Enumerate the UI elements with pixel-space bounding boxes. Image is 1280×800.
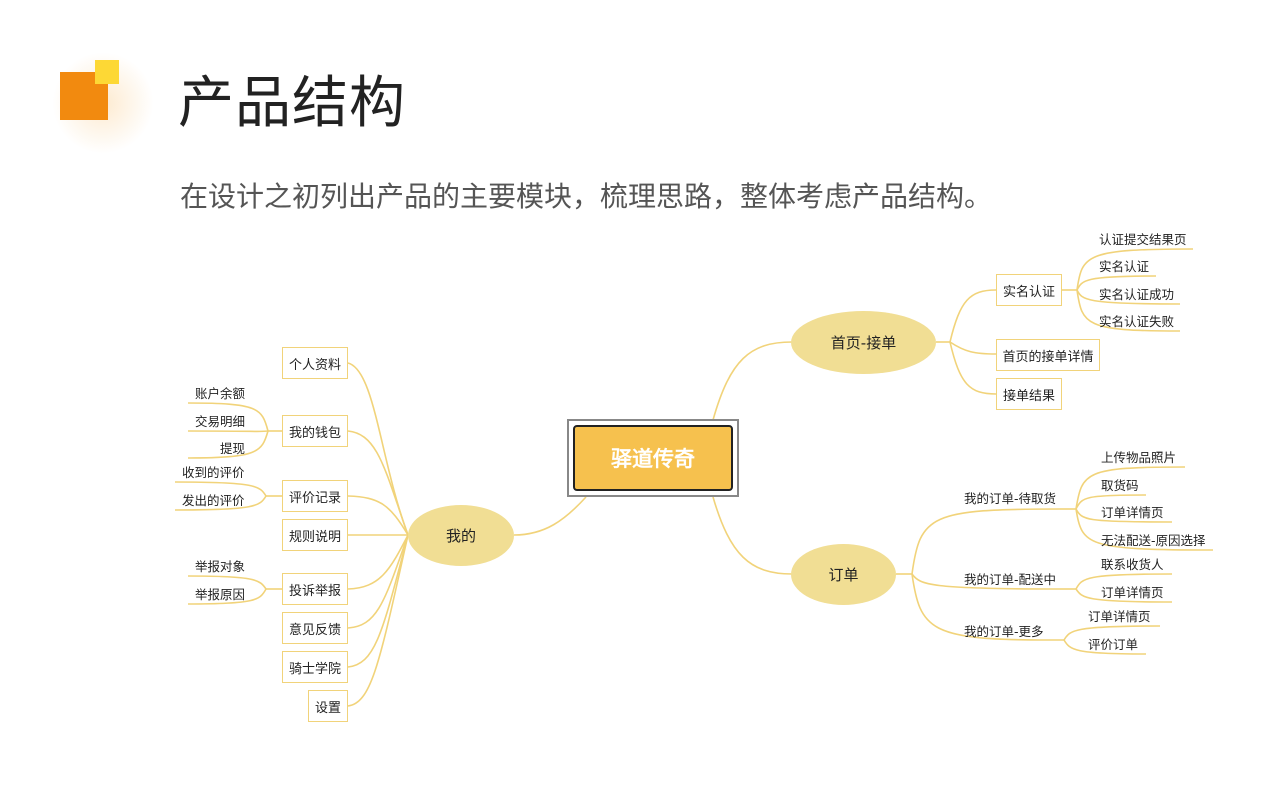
node-order-delivering: 我的订单-配送中 xyxy=(964,572,1057,587)
node-reviews: 评价记录 xyxy=(282,480,348,512)
node-academy: 骑士学院 xyxy=(282,651,348,683)
node-rules: 规则说明 xyxy=(282,519,348,551)
node-orders: 订单 xyxy=(791,544,896,605)
leaf-pickup-code: 取货码 xyxy=(1101,478,1139,493)
leaf-balance: 账户余额 xyxy=(195,386,246,401)
node-home-detail: 首页的接单详情 xyxy=(996,339,1100,371)
leaf-received-reviews: 收到的评价 xyxy=(182,465,245,480)
node-verify: 实名认证 xyxy=(996,274,1062,306)
leaf-verify-success: 实名认证成功 xyxy=(1099,287,1175,302)
node-home-result: 接单结果 xyxy=(996,378,1062,410)
leaf-verify: 实名认证 xyxy=(1099,259,1150,274)
leaf-verify-submit-result: 认证提交结果页 xyxy=(1099,232,1187,247)
logo-yellow-square xyxy=(95,60,119,84)
leaf-withdraw: 提现 xyxy=(220,441,246,456)
leaf-rate-order: 评价订单 xyxy=(1088,637,1139,652)
section-logo xyxy=(48,48,158,158)
node-home: 首页-接单 xyxy=(791,311,936,374)
leaf-order-detail-more: 订单详情页 xyxy=(1088,609,1151,624)
leaf-upload-photo: 上传物品照片 xyxy=(1101,450,1177,465)
node-settings: 设置 xyxy=(308,690,348,722)
leaf-verify-fail: 实名认证失败 xyxy=(1099,314,1175,329)
node-profile: 个人资料 xyxy=(282,347,348,379)
leaf-report-target: 举报对象 xyxy=(195,559,246,574)
connector-center-mine xyxy=(513,496,587,536)
leaf-order-detail-pending: 订单详情页 xyxy=(1101,505,1164,520)
leaf-order-detail-delivering: 订单详情页 xyxy=(1101,585,1164,600)
node-report: 投诉举报 xyxy=(282,573,348,605)
connector-center-home xyxy=(712,341,793,421)
node-order-more: 我的订单-更多 xyxy=(964,624,1044,639)
leaf-cannot-deliver-reason: 无法配送-原因选择 xyxy=(1101,533,1206,548)
page-title: 产品结构 xyxy=(178,71,406,136)
node-mine: 我的 xyxy=(408,505,514,566)
leaf-contact-receiver: 联系收货人 xyxy=(1101,557,1164,572)
center-node-label: 驿道传奇 xyxy=(573,425,733,491)
node-feedback: 意见反馈 xyxy=(282,612,348,644)
leaf-transactions: 交易明细 xyxy=(195,414,246,429)
page-subtitle: 在设计之初列出产品的主要模块，梳理思路，整体考虑产品结构。 xyxy=(180,180,993,213)
connector-center-orders xyxy=(712,496,793,575)
node-wallet: 我的钱包 xyxy=(282,415,348,447)
center-node: 驿道传奇 xyxy=(567,419,739,497)
node-order-pending: 我的订单-待取货 xyxy=(964,491,1057,506)
leaf-report-reason: 举报原因 xyxy=(195,587,246,602)
leaf-sent-reviews: 发出的评价 xyxy=(182,493,245,508)
